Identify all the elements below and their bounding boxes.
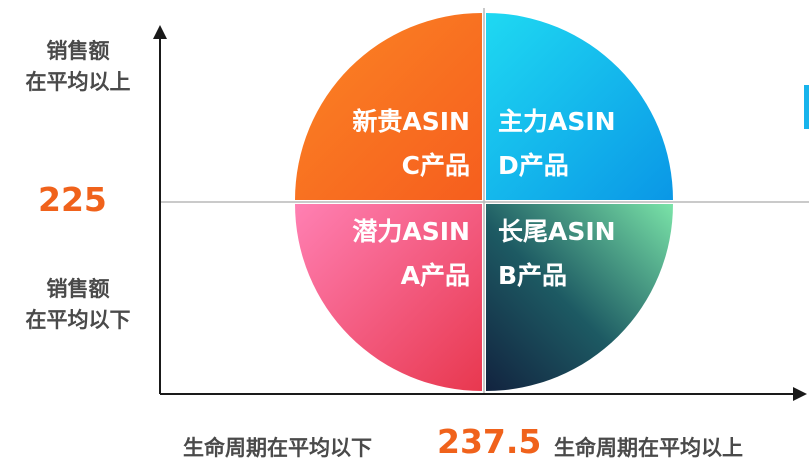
quadrant-top-right-group: D产品 (498, 151, 569, 180)
quadrant-bottom-right-group: B产品 (498, 261, 568, 290)
quadrant-bottom-left-shape (295, 204, 482, 391)
y-threshold-value: 225 (38, 180, 107, 219)
quadrant-bottom-left-group: A产品 (400, 261, 470, 290)
quadrant-bottom-right-text: 长尾ASIN B产品 (498, 210, 616, 298)
quadrant-top-left-name: 新贵ASIN (352, 107, 470, 136)
y-lower-label: 销售额 在平均以下 (25, 277, 131, 332)
quadrant-top-left-shape (295, 13, 482, 201)
x-left-label: 生命周期在平均以下 (183, 436, 372, 460)
quadrant-top-right-text: 主力ASIN D产品 (498, 100, 616, 188)
x-right-label: 生命周期在平均以上 (554, 436, 743, 460)
quadrant-bottom-right-shape (486, 204, 673, 391)
y-upper-label: 销售额 在平均以上 (25, 39, 131, 94)
quadrant-top-left-text: 新贵ASIN C产品 (320, 100, 470, 188)
quadrant-top-right-name: 主力ASIN (498, 107, 616, 136)
x-threshold-value: 237.5 (437, 422, 542, 461)
right-edge-bar (804, 85, 809, 129)
quadrant-top-right-shape (486, 13, 673, 201)
quadrant-bottom-left-name: 潜力ASIN (352, 217, 470, 246)
quadrant-top-left-group: C产品 (401, 151, 470, 180)
quadrant-bottom-right-name: 长尾ASIN (498, 217, 616, 246)
quadrant-bottom-left-text: 潜力ASIN A产品 (320, 210, 470, 298)
